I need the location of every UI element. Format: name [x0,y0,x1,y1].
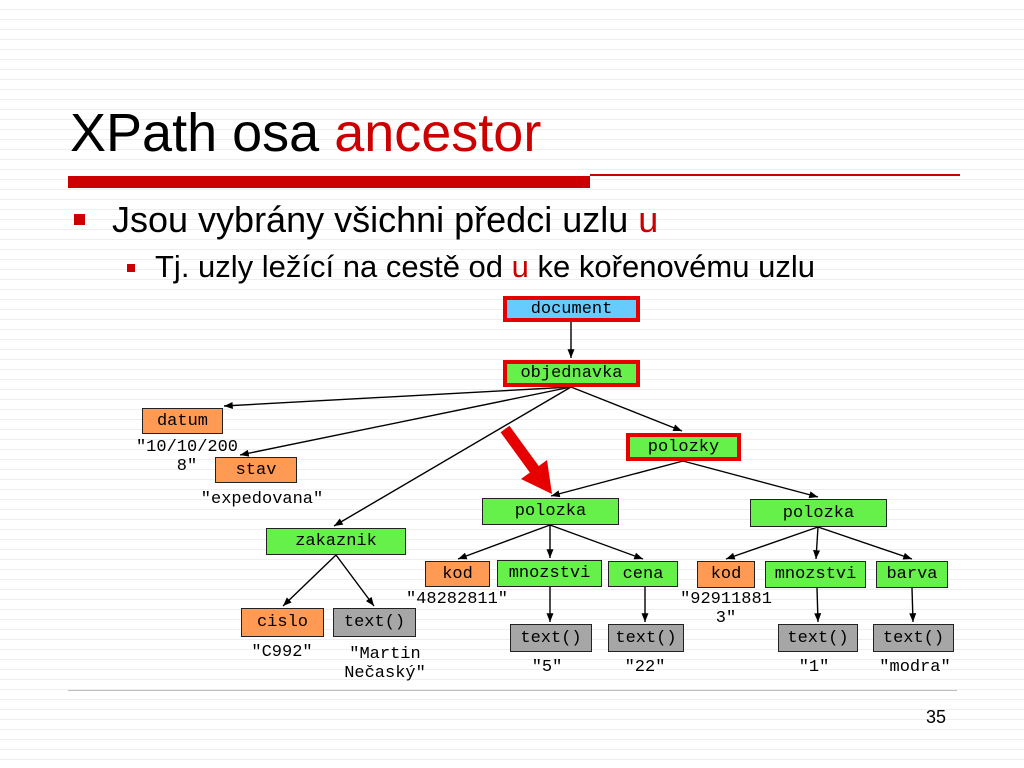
footer-divider [68,690,957,691]
edge-polozka-1-kod [457,524,551,560]
bullet-2-text-before: Tj. uzly ležící na cestě od [155,249,504,284]
node-document: document [503,296,640,322]
value-stav: "expedovana" [200,490,324,509]
node-datum: datum [142,408,223,434]
value-text-cena: "22" [624,658,666,677]
node-text-zakaznik: text() [333,608,416,637]
node-text-barva: text() [873,624,954,652]
value-text-mnozstvi-1: "5" [531,658,563,677]
node-polozka-1: polozka [482,498,619,525]
node-cislo: cislo [241,608,324,637]
bullet-2: Tj. uzly ležící na cestě od u ke kořenov… [155,251,815,282]
edge-polozky-polozka-2 [682,460,819,499]
edge-barva-text [909,587,917,623]
red-pointer-arrow [500,425,552,494]
node-text-mnozstvi-2: text() [778,624,858,652]
sub-bullet-square-icon [127,264,135,272]
node-text-mnozstvi-1: text() [510,624,592,652]
node-kod-1: kod [425,561,490,587]
bullet-square-icon [74,214,85,225]
node-stav: stav [215,457,297,483]
edge-polozky-polozka-1 [550,460,684,498]
node-mnozstvi-2: mnozstvi [765,561,866,588]
edge-objednavka-stav [239,386,572,457]
edge-polozka-1-cena [549,524,644,560]
bullet-1: Jsou vybrány všichni předci uzlu u [112,202,658,238]
value-cislo: "C992" [251,643,313,662]
node-text-cena: text() [608,624,684,652]
node-polozka-2: polozka [750,499,887,527]
node-barva: barva [876,561,948,588]
value-kod-1: "48282811" [405,590,509,609]
red-pointer-arrow-shaft [500,425,542,477]
title-text: XPath osa [70,103,320,163]
edge-zakaznik-text [335,554,375,607]
node-cena: cena [608,561,678,587]
edge-mnozstvi-2-text [814,587,822,623]
node-polozky: polozky [626,433,741,461]
value-datum: "10/10/2008" [135,438,239,476]
bullet-1-text: Jsou vybrány všichni předci uzlu [112,199,629,240]
node-kod-2: kod [697,561,755,588]
value-text-mnozstvi-2: "1" [798,658,830,677]
node-mnozstvi-1: mnozstvi [497,560,602,587]
node-zakaznik: zakaznik [266,528,406,555]
edge-objednavka-datum [223,386,572,410]
bullet-2-text-after: ke kořenovému uzlu [537,249,815,284]
page-number: 35 [925,707,946,727]
bullet-2-highlight: u [511,249,529,284]
title-underline-bar [68,176,590,188]
node-objednavka: objednavka [503,360,640,387]
value-text-barva: "modra" [879,658,951,677]
red-pointer-arrow-head [521,460,552,494]
edge-polozka-2-mnozstvi [813,526,821,560]
title-highlight: ancestor [334,103,542,163]
edge-polozka-2-kod [725,526,819,560]
edge-polozka-2-barva [817,526,913,560]
title-underline-rule [590,174,960,176]
value-kod-2: "929118813" [680,590,772,628]
edge-zakaznik-cislo [282,554,337,607]
value-text-zakaznik: "Martin Nečaský" [344,645,426,683]
edge-objednavka-polozky [570,386,683,432]
bullet-1-highlight: u [638,199,659,240]
slide-title: XPath osa ancestor [70,106,541,160]
